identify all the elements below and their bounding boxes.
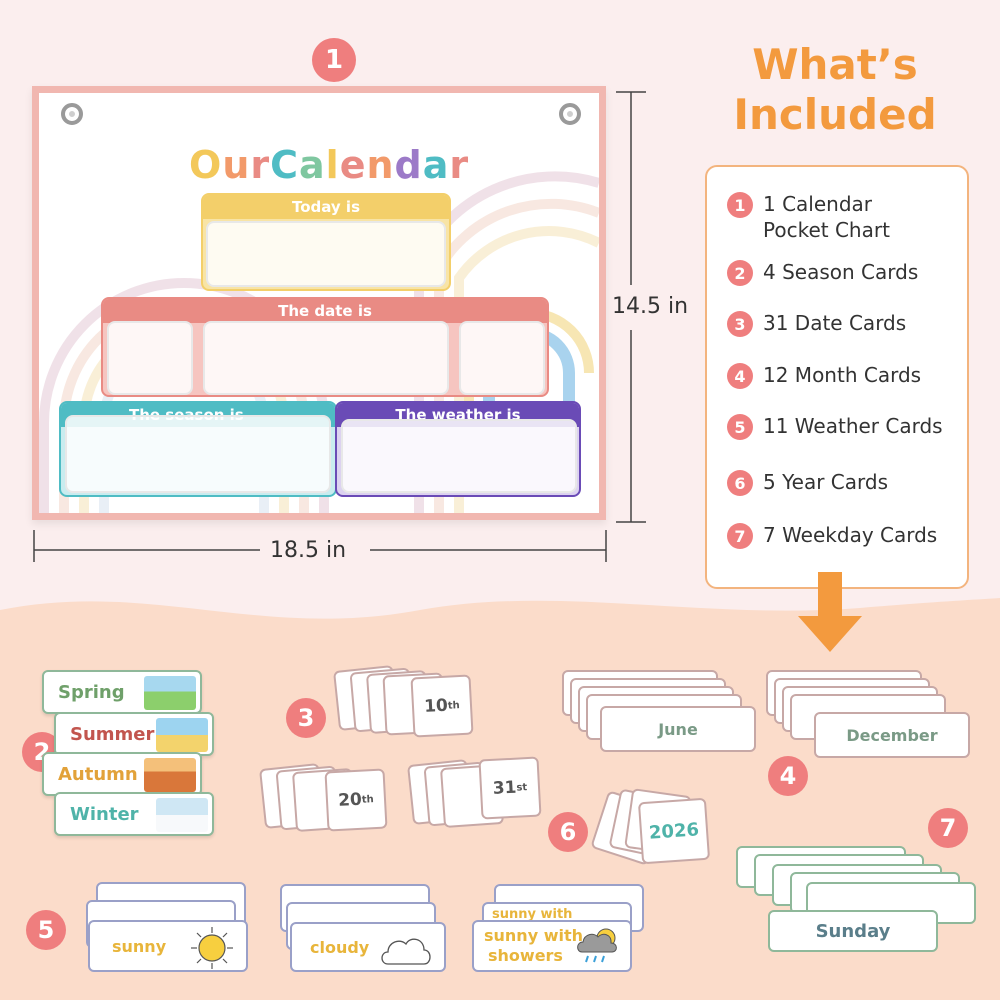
season-card-spring: Spring — [42, 670, 202, 714]
month-card-june: June — [600, 706, 756, 752]
season-slot — [65, 415, 331, 493]
summer-picture — [156, 718, 208, 752]
winter-picture — [156, 798, 208, 832]
grommet-right — [559, 103, 581, 125]
today-pocket: Today is — [201, 193, 451, 291]
season-card-summer: Summer — [54, 712, 214, 756]
sun-icon — [191, 927, 233, 969]
dimension-lines — [33, 91, 646, 562]
season-card-winter: Winter — [54, 792, 214, 836]
weather-card-sunny: sunny — [88, 920, 248, 972]
badge-7: 7 — [928, 808, 968, 848]
badge-6: 6 — [548, 812, 588, 852]
whats-included-title: What’s Included — [733, 40, 937, 139]
weather-card-sunny-with-showers: sunny with showers — [472, 920, 632, 972]
season-card-autumn: Autumn — [42, 752, 202, 796]
badge-4: 4 — [768, 756, 808, 796]
badge-3: 3 — [286, 698, 326, 738]
date-slot-2 — [203, 321, 449, 395]
today-slot — [206, 221, 446, 287]
chart-title: Our Calendar — [189, 143, 470, 187]
down-arrow-icon — [798, 572, 862, 652]
today-label: Today is — [203, 195, 449, 219]
grommet-left — [61, 103, 83, 125]
weather-pocket: The weather is — [335, 401, 581, 497]
season-pocket: The season is — [59, 401, 337, 497]
weather-slot — [341, 419, 577, 493]
date-slot-1 — [107, 321, 193, 395]
spring-picture — [144, 676, 196, 710]
badge-5: 5 — [26, 910, 66, 950]
month-card-december: December — [814, 712, 970, 758]
calendar-pocket-chart: Our Calendar Today is The date is The se… — [32, 86, 606, 520]
cloud-icon — [381, 938, 431, 965]
sun-cloud-rain-icon — [577, 928, 617, 963]
height-dimension: 14.5 in — [612, 294, 689, 319]
autumn-picture — [144, 758, 196, 792]
width-dimension: 18.5 in — [270, 538, 347, 563]
date-pocket: The date is — [101, 297, 549, 397]
date-label: The date is — [103, 299, 547, 323]
weather-card-cloudy: cloudy — [290, 922, 446, 972]
date-slot-3 — [459, 321, 545, 395]
badge-1: 1 — [312, 38, 356, 82]
weekday-card-sunday: Sunday — [768, 910, 938, 952]
year-card-2026: 2026 — [637, 797, 711, 865]
